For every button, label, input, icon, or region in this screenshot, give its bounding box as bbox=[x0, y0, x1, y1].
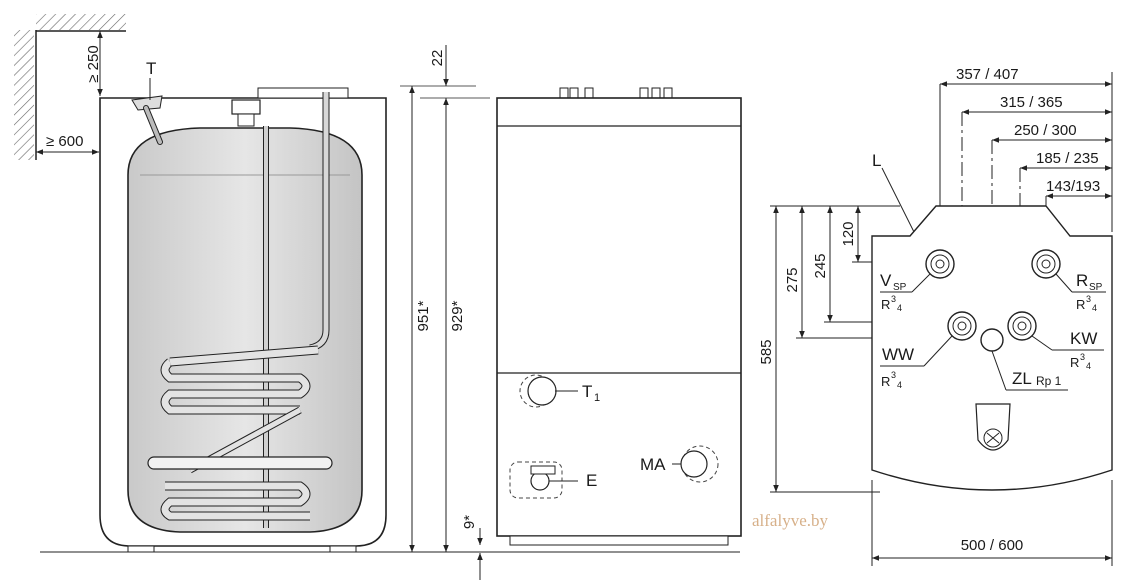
width-label: 500 / 600 bbox=[961, 537, 1024, 554]
drain-valve-e: E bbox=[509, 461, 597, 499]
ww-label: WW bbox=[882, 345, 914, 364]
connection-l: L bbox=[872, 151, 915, 233]
kw-label: KW bbox=[1070, 329, 1097, 348]
connection-zl: ZL Rp 1 bbox=[980, 328, 1068, 391]
side-section-view: ≥ 250 ≥ 600 T bbox=[14, 14, 740, 553]
rsp-label: R bbox=[1076, 271, 1088, 290]
zl-label: ZL bbox=[1012, 369, 1032, 388]
ww-thread: R bbox=[881, 374, 890, 389]
rsp-thread-den: 4 bbox=[1092, 303, 1097, 313]
dim-315-365: 315 / 365 bbox=[1000, 94, 1063, 111]
sensor-t-label: T bbox=[146, 59, 156, 78]
clearance-top-label: ≥ 250 bbox=[85, 45, 102, 82]
dim-185-235: 185 / 235 bbox=[1036, 150, 1099, 167]
dim-357-407: 357 / 407 bbox=[956, 66, 1019, 83]
t1-label: T bbox=[582, 382, 592, 401]
t1-subscript: 1 bbox=[594, 392, 600, 404]
foot-height-label: 9* bbox=[461, 515, 478, 529]
rsp-thread: R bbox=[1076, 297, 1085, 312]
kw-thread-den: 4 bbox=[1086, 361, 1091, 371]
ww-thread-num: 3 bbox=[891, 370, 896, 380]
height-929-label: 929* bbox=[449, 300, 466, 331]
drain-label: E bbox=[586, 471, 597, 490]
watermark: alfalyve.by bbox=[752, 511, 828, 530]
vsp-thread-num: 3 bbox=[891, 294, 896, 304]
anode-ma: MA bbox=[640, 445, 719, 483]
connection-rsp: R SP R 3 4 bbox=[1031, 249, 1106, 313]
connection-ww: WW R 3 4 bbox=[880, 311, 977, 390]
sensor-t: T bbox=[131, 59, 163, 145]
zl-thread: Rp 1 bbox=[1036, 374, 1062, 388]
dim-585: 585 bbox=[758, 339, 775, 364]
dim-250-300: 250 / 300 bbox=[1014, 122, 1077, 139]
dim-245: 245 bbox=[812, 253, 829, 278]
ww-thread-den: 4 bbox=[897, 380, 902, 390]
kw-thread-num: 3 bbox=[1080, 352, 1085, 362]
anode-label: MA bbox=[640, 455, 666, 474]
vsp-thread: R bbox=[881, 297, 890, 312]
height-dimensions: 951* 929* 22 9* bbox=[400, 45, 490, 580]
clearance-top-dimension: ≥ 250 bbox=[85, 31, 103, 96]
storage-tank bbox=[127, 127, 363, 533]
nameplate-logo bbox=[975, 403, 1011, 451]
width-dimension: 500 / 600 bbox=[871, 480, 1113, 566]
clearance-side-label: ≥ 600 bbox=[46, 133, 83, 150]
wall-hatch bbox=[14, 14, 126, 160]
dim-120: 120 bbox=[840, 221, 857, 246]
vsp-thread-den: 4 bbox=[897, 303, 902, 313]
vsp-sub: SP bbox=[893, 282, 907, 293]
connection-view: 357 / 407 315 / 365 250 / 300 185 / 235 … bbox=[758, 66, 1113, 566]
vsp-label: V bbox=[880, 271, 892, 290]
thermometer-t1: T 1 bbox=[519, 374, 600, 408]
height-951-label: 951* bbox=[415, 300, 432, 331]
dim-143-193: 143/193 bbox=[1046, 178, 1100, 195]
rsp-sub: SP bbox=[1089, 282, 1103, 293]
connection-vsp: V SP R 3 4 bbox=[880, 249, 955, 313]
clearance-side-dimension: ≥ 600 bbox=[36, 133, 99, 155]
connection-kw: KW R 3 4 bbox=[1007, 311, 1104, 371]
rsp-thread-num: 3 bbox=[1086, 294, 1091, 304]
kw-thread: R bbox=[1070, 355, 1079, 370]
dim-275: 275 bbox=[784, 267, 801, 292]
top-offset-label: 22 bbox=[429, 50, 446, 67]
front-view: T 1 E MA bbox=[496, 87, 742, 546]
label-l: L bbox=[872, 151, 881, 170]
